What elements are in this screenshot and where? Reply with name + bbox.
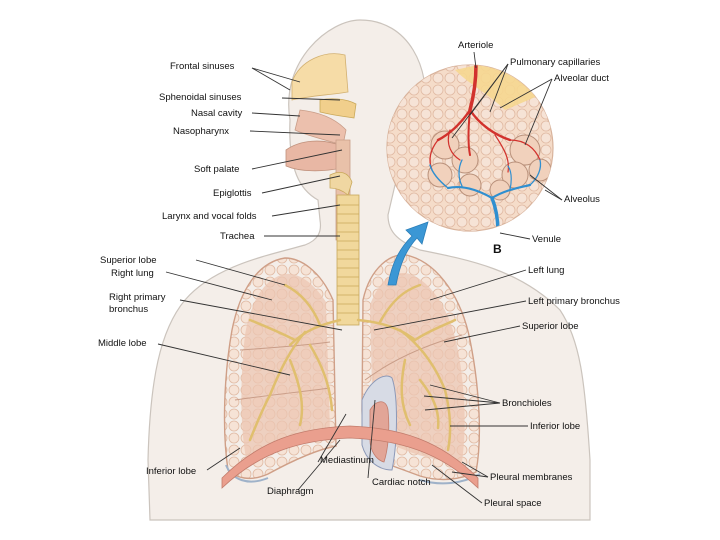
label-middle-lobe: Middle lobe bbox=[98, 338, 147, 349]
label-frontal-sinuses: Frontal sinuses bbox=[170, 61, 234, 72]
label-right-primary-bronchus-2: bronchus bbox=[109, 304, 148, 315]
label-mediastinum: Mediastinum bbox=[320, 455, 374, 466]
panel-letter: B bbox=[493, 242, 502, 256]
label-soft-palate: Soft palate bbox=[194, 164, 239, 175]
label-nasopharynx: Nasopharynx bbox=[173, 126, 229, 137]
trachea-tube bbox=[337, 195, 359, 325]
label-diaphragm: Diaphragm bbox=[267, 486, 313, 497]
label-larynx-vocal-folds: Larynx and vocal folds bbox=[162, 211, 257, 222]
label-right-lung: Right lung bbox=[111, 268, 154, 279]
label-sphenoidal-sinuses: Sphenoidal sinuses bbox=[159, 92, 241, 103]
label-alveolar-duct: Alveolar duct bbox=[554, 73, 609, 84]
label-pulmonary-capillaries: Pulmonary capillaries bbox=[510, 57, 600, 68]
label-pleural-membranes: Pleural membranes bbox=[490, 472, 572, 483]
label-arteriole: Arteriole bbox=[458, 40, 493, 51]
label-inferior-lobe-left: Inferior lobe bbox=[530, 421, 580, 432]
label-superior-lobe-left: Superior lobe bbox=[522, 321, 579, 332]
label-bronchioles: Bronchioles bbox=[502, 398, 552, 409]
label-nasal-cavity: Nasal cavity bbox=[191, 108, 242, 119]
label-venule: Venule bbox=[532, 234, 561, 245]
label-superior-lobe-right: Superior lobe bbox=[100, 255, 157, 266]
label-pleural-space: Pleural space bbox=[484, 498, 542, 509]
label-cardiac-notch: Cardiac notch bbox=[372, 477, 431, 488]
label-inferior-lobe-right: Inferior lobe bbox=[146, 466, 196, 477]
label-right-primary-bronchus-1: Right primary bbox=[109, 292, 166, 303]
label-trachea: Trachea bbox=[220, 231, 255, 242]
label-alveolus: Alveolus bbox=[564, 194, 600, 205]
label-left-lung: Left lung bbox=[528, 265, 564, 276]
label-epiglottis: Epiglottis bbox=[213, 188, 252, 199]
label-left-primary-bronchus: Left primary bronchus bbox=[528, 296, 620, 307]
